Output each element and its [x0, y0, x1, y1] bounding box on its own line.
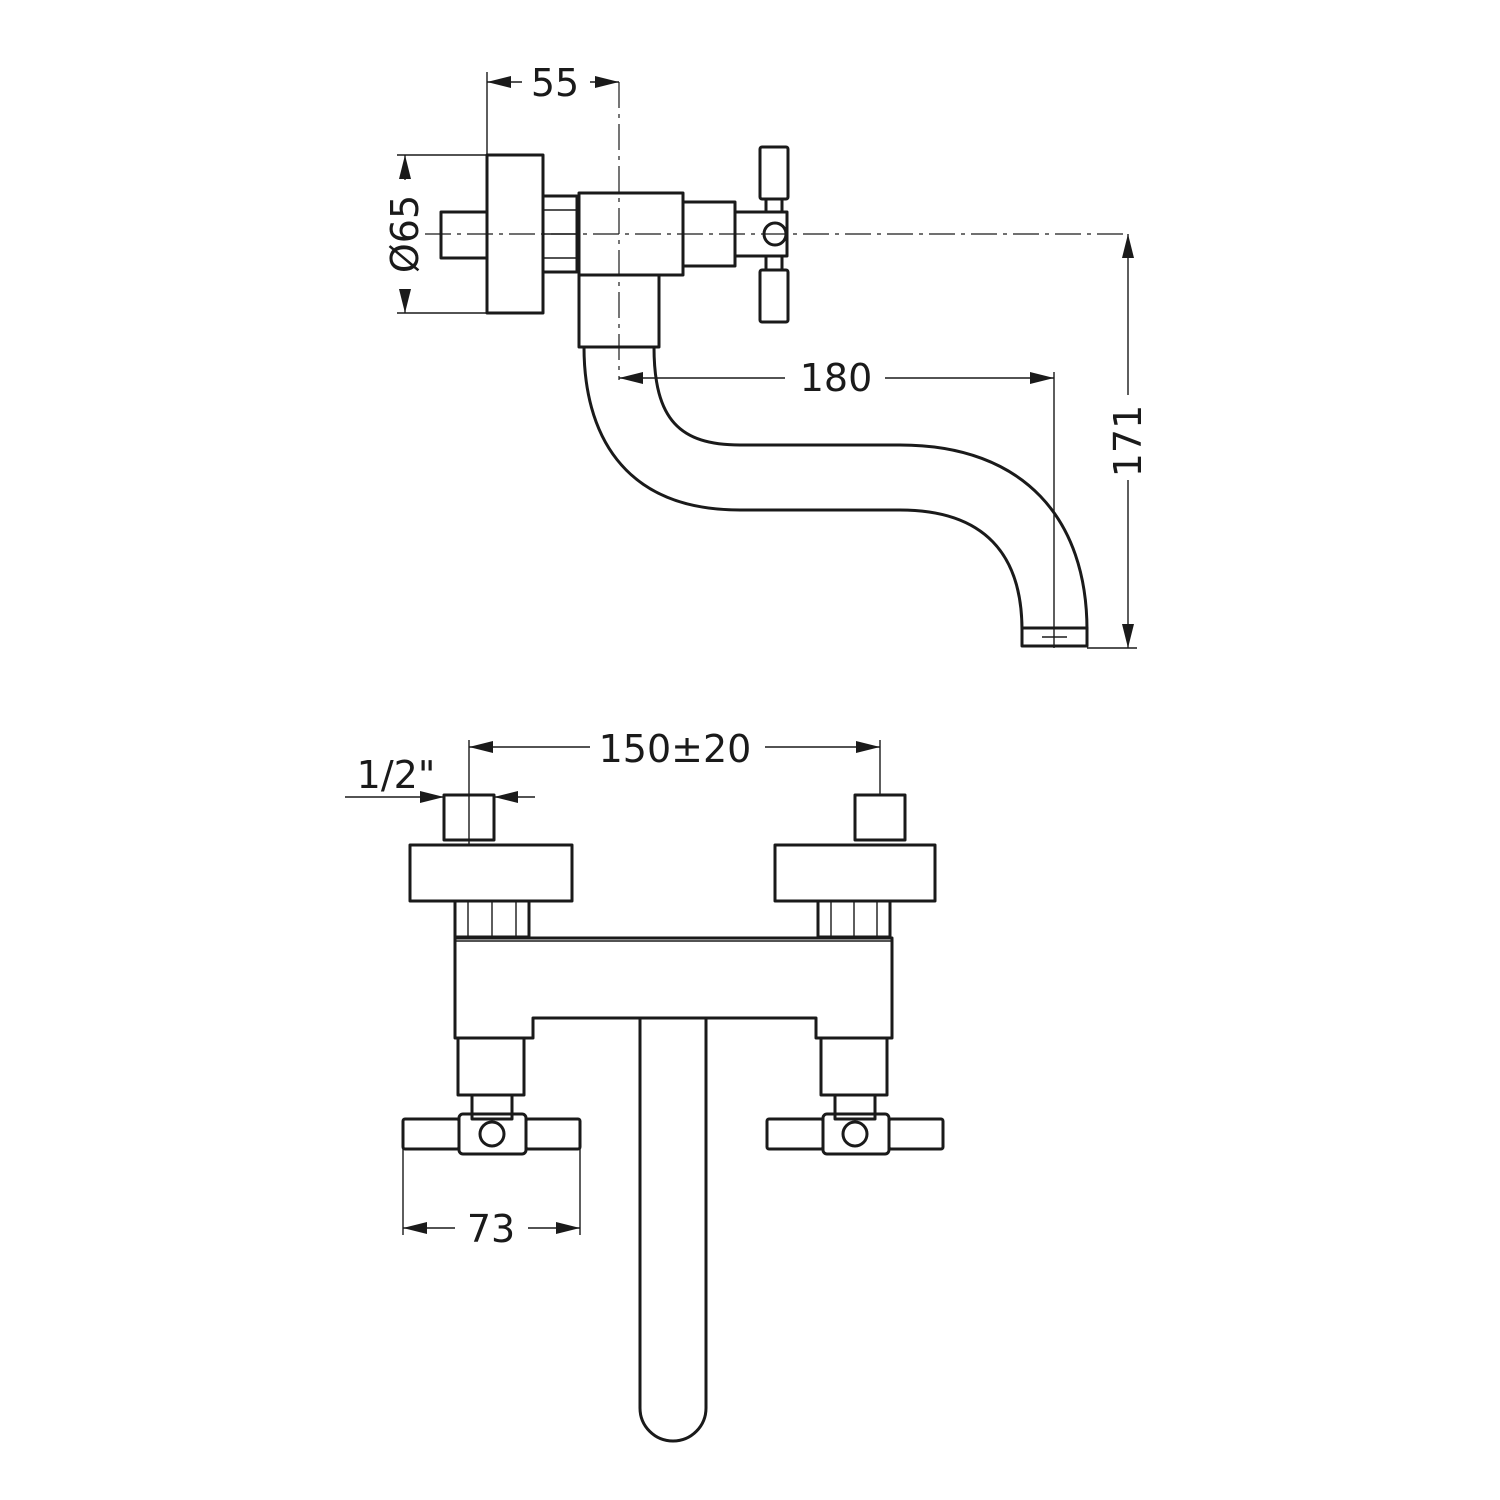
side-handle-lever-stem-bottom [764, 254, 784, 272]
dimension-180-label: 180 [800, 356, 873, 400]
dimension-55-label: 55 [531, 61, 579, 105]
dimension-180: 180 [619, 356, 1055, 648]
dimension-150-20: 150±20 [468, 727, 881, 845]
front-left-valve-cartridge [456, 1036, 526, 1097]
dimension-171: 171 [1087, 234, 1150, 649]
front-left-handle-cap [478, 1120, 506, 1148]
front-right-wall-flange [773, 843, 937, 903]
side-handle-lever-stem-top [764, 197, 784, 214]
dimension-diameter-65: Ø65 [383, 154, 487, 314]
front-right-inlet-nipple [853, 793, 907, 842]
front-left-valve-stem [470, 1093, 514, 1121]
front-left-handle-lever-left [401, 1117, 461, 1151]
front-right-handle-cap [841, 1120, 869, 1148]
dimension-diameter-65-label: Ø65 [383, 195, 427, 273]
side-handle-lever-bottom [758, 268, 790, 324]
front-right-valve-stem [833, 1093, 877, 1121]
side-handle-lever-top [758, 145, 790, 201]
front-left-wall-flange [408, 843, 574, 903]
dimension-73: 73 [402, 1149, 581, 1251]
front-spout-tube [638, 1018, 708, 1443]
front-main-body [453, 936, 894, 1040]
side-spout-tube [582, 346, 1024, 631]
dimension-171-label: 171 [1106, 405, 1150, 478]
front-right-valve-cartridge [819, 1036, 889, 1097]
dimension-73-label: 73 [467, 1207, 515, 1251]
front-right-handle-lever-right [887, 1117, 945, 1151]
dimension-thread-size: 1/2" [345, 753, 535, 803]
dimension-150-20-label: 150±20 [599, 727, 752, 771]
front-view: 150±20 1/2" 73 [345, 727, 945, 1443]
dimension-55: 55 [486, 61, 619, 155]
dimension-thread-size-label: 1/2" [357, 753, 436, 797]
side-inlet-nipple [439, 210, 489, 260]
front-right-handle-lever-left [765, 1117, 825, 1151]
front-left-handle-lever-right [524, 1117, 582, 1151]
side-view: 55 Ø65 180 171 [383, 61, 1150, 649]
